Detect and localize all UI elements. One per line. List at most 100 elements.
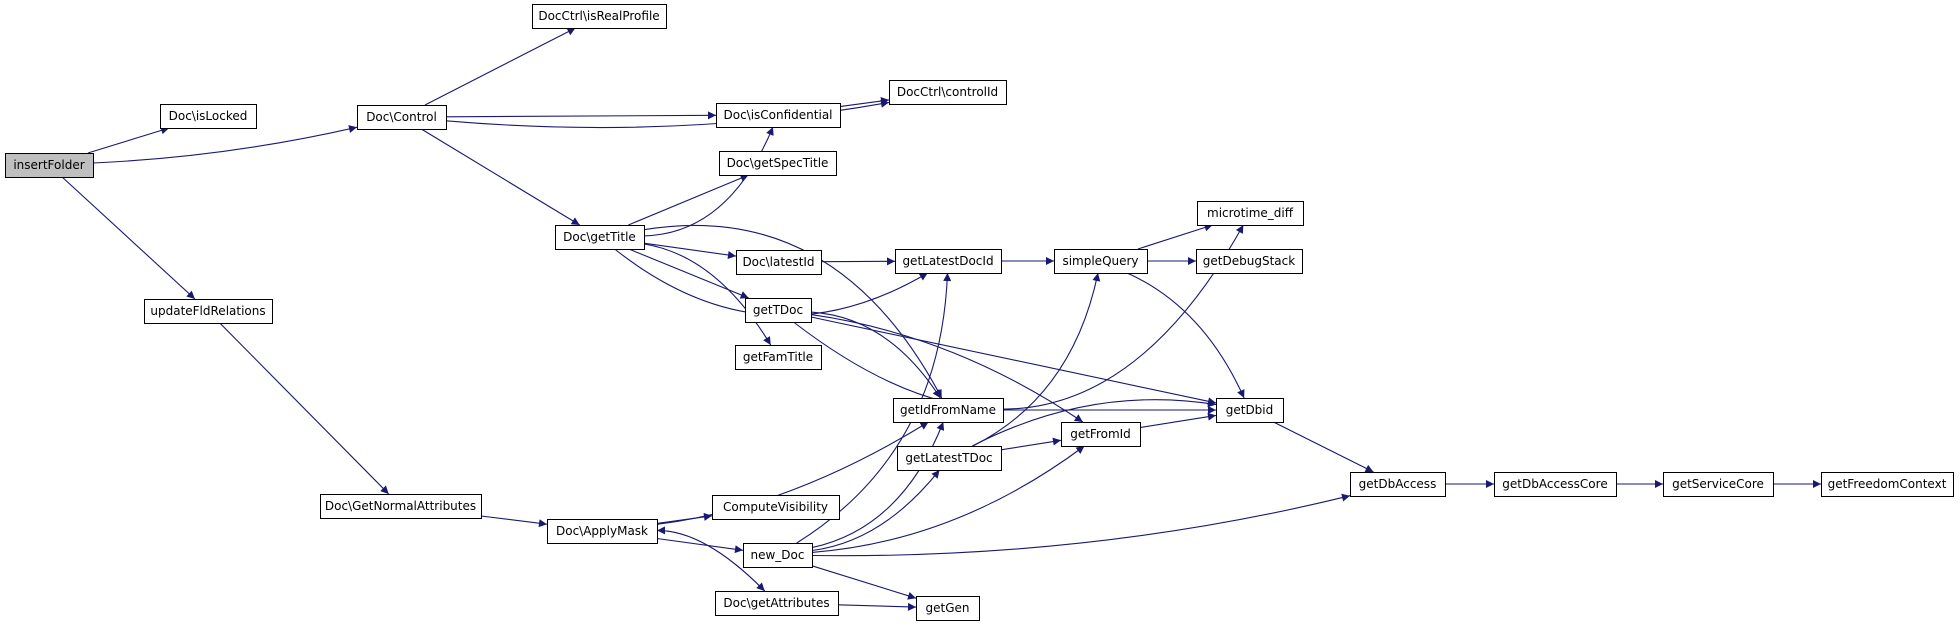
node-get-from-id[interactable]: getFromId (1061, 422, 1141, 447)
node-get-db-access-core[interactable]: getDbAccessCore (1494, 472, 1617, 497)
node-box (1494, 472, 1617, 497)
node-simple-query[interactable]: simpleQuery (1054, 249, 1148, 274)
edge-get-tdoc-to-get-id-from-name (810, 311, 941, 399)
edge-new-doc-to-get-from-id (811, 445, 1085, 553)
node-compute-visibility[interactable]: ComputeVisibility (712, 495, 840, 520)
edge-apply-mask-to-compute-visibility (656, 512, 713, 524)
node-label: getLatestDocId (902, 254, 993, 268)
node-get-normal-attributes[interactable]: Doc\GetNormalAttributes (320, 494, 482, 519)
node-label: getIdFromName (900, 403, 996, 417)
node-get-attributes[interactable]: Doc\getAttributes (715, 591, 839, 616)
node-get-latest-tdoc[interactable]: getLatestTDoc (897, 446, 1002, 471)
node-get-title[interactable]: Doc\getTitle (555, 225, 645, 250)
node-label: getFamTitle (743, 350, 813, 364)
node-insert-folder[interactable]: insertFolder (5, 153, 94, 178)
edge-simple-query-to-get-dbid (1126, 272, 1245, 399)
edge-control-to-get-title (421, 128, 580, 226)
edge-get-tdoc-to-get-dbid (810, 316, 1217, 406)
node-label: microtime_diff (1207, 206, 1294, 220)
node-get-fam-title[interactable]: getFamTitle (735, 345, 822, 370)
edge-get-title-to-get-tdoc (628, 248, 749, 299)
edge-insert-folder-to-is-locked (87, 126, 170, 154)
edge-get-tdoc-to-get-from-id (810, 314, 1084, 423)
edge-new-doc-to-get-id-from-name (811, 421, 945, 549)
node-box (916, 596, 980, 621)
node-label: new_Doc (751, 548, 805, 562)
node-is-locked[interactable]: Doc\isLocked (160, 104, 257, 129)
node-get-dbid[interactable]: getDbid (1216, 398, 1284, 423)
edge-get-from-id-to-get-dbid (1139, 412, 1217, 429)
edge-insert-folder-to-control (92, 125, 358, 164)
edge-simple-query-to-microtime-diff (1137, 223, 1213, 250)
node-box (555, 225, 645, 250)
node-get-gen[interactable]: getGen (916, 596, 980, 621)
node-update-fld-relations[interactable]: updateFldRelations (144, 299, 273, 324)
node-box (1663, 472, 1774, 497)
node-label: getDebugStack (1203, 254, 1295, 268)
node-label: getDbid (1226, 403, 1274, 417)
node-label: Doc\GetNormalAttributes (325, 499, 476, 513)
edge-get-title-to-is-confidential (643, 126, 774, 237)
node-box (1196, 249, 1303, 274)
node-new-doc[interactable]: new_Doc (743, 543, 813, 568)
node-box (357, 105, 447, 130)
node-label: getDbAccessCore (1502, 477, 1607, 491)
node-box (1350, 472, 1446, 497)
node-microtime-diff[interactable]: microtime_diff (1197, 201, 1304, 226)
node-get-tdoc[interactable]: getTDoc (745, 298, 812, 323)
node-is-real-profile[interactable]: DocCtrl\isRealProfile (532, 4, 667, 29)
node-label: insertFolder (13, 158, 84, 172)
node-label: updateFldRelations (150, 304, 265, 318)
node-label: DocCtrl\controlId (897, 85, 998, 99)
edge-new-doc-to-get-db-access (811, 493, 1351, 557)
edge-control-to-is-confidential (445, 111, 717, 120)
node-box (716, 103, 841, 128)
node-box (735, 345, 822, 370)
node-box (745, 298, 812, 323)
edge-control-to-is-real-profile (424, 27, 576, 106)
node-get-db-access[interactable]: getDbAccess (1350, 472, 1446, 497)
node-box (160, 104, 257, 129)
node-box (889, 80, 1007, 105)
node-get-debug-stack[interactable]: getDebugStack (1196, 249, 1303, 274)
edge-get-attributes-to-apply-mask (656, 526, 766, 592)
node-label: Doc\isLocked (169, 109, 248, 123)
edge-insert-folder-to-update-fld-relations (61, 176, 196, 300)
node-control-id[interactable]: DocCtrl\controlId (889, 80, 1007, 105)
node-is-confidential[interactable]: Doc\isConfidential (716, 103, 841, 128)
edge-get-title-to-get-fam-title (643, 243, 772, 346)
edge-get-latest-tdoc-to-get-dbid (972, 399, 1217, 447)
node-label: simpleQuery (1062, 254, 1138, 268)
node-label: getTDoc (753, 303, 803, 317)
node-label: ComputeVisibility (723, 500, 828, 514)
node-label: getFreedomContext (1828, 477, 1947, 491)
node-apply-mask[interactable]: Doc\ApplyMask (547, 519, 658, 544)
node-get-latest-doc-id[interactable]: getLatestDocId (895, 249, 1002, 274)
node-label: getServiceCore (1672, 477, 1764, 491)
edge-get-normal-attributes-to-apply-mask (480, 515, 548, 528)
node-control[interactable]: Doc\Control (357, 105, 447, 130)
node-label: Doc\Control (366, 110, 437, 124)
node-label: Doc\ApplyMask (556, 524, 648, 538)
node-box (1821, 472, 1954, 497)
edge-is-confidential-to-control-id (839, 97, 890, 108)
node-get-service-core[interactable]: getServiceCore (1663, 472, 1774, 497)
node-get-freedom-context[interactable]: getFreedomContext (1821, 472, 1954, 497)
node-box (895, 249, 1002, 274)
node-label: Doc\latestId (742, 255, 814, 269)
edge-get-title-to-latest-id (643, 242, 737, 259)
node-get-spec-title[interactable]: Doc\getSpecTitle (719, 151, 837, 176)
node-label: Doc\getTitle (563, 230, 636, 244)
node-box (712, 495, 840, 520)
node-box (1197, 201, 1304, 226)
node-latest-id[interactable]: Doc\latestId (736, 250, 822, 275)
node-box (547, 519, 658, 544)
edge-new-doc-to-get-gen (811, 565, 917, 600)
node-get-id-from-name[interactable]: getIdFromName (893, 398, 1004, 423)
node-box (532, 4, 667, 29)
node-box (736, 250, 822, 275)
edge-get-title-to-get-spec-title (628, 174, 749, 226)
node-box (1054, 249, 1148, 274)
node-label: Doc\getSpecTitle (727, 156, 829, 170)
